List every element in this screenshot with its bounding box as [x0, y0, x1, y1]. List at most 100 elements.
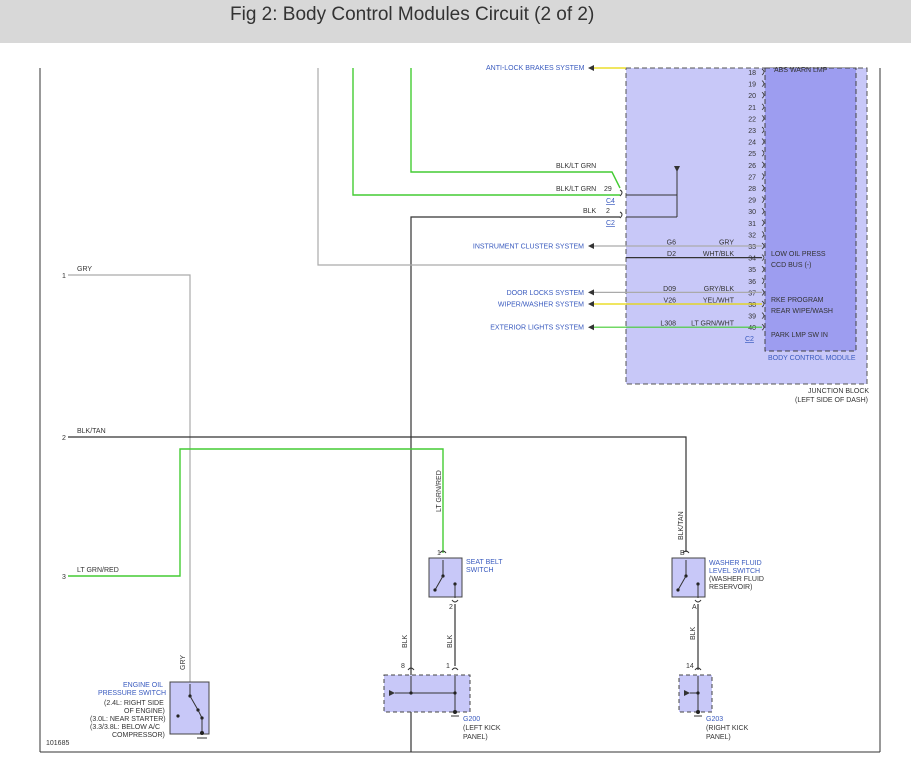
- pin-number: 22: [748, 116, 756, 123]
- g200-name: G200: [463, 716, 480, 723]
- g203-pin: 14: [686, 663, 694, 670]
- diagram-frame: [39, 68, 881, 753]
- washer-pin-bottom: A: [692, 604, 697, 611]
- arrow-abs-top: [588, 65, 594, 71]
- system-label: WIPER/WASHER SYSTEM: [498, 302, 584, 309]
- system-label: INSTRUMENT CLUSTER SYSTEM: [473, 244, 584, 251]
- pin-number: 31: [748, 221, 756, 228]
- seat-belt-switch: [428, 550, 463, 666]
- pin-numbers: 1819202122232425262728293031323334353637…: [748, 68, 765, 332]
- seat-belt-wire-bottom: BLK: [447, 634, 454, 648]
- pin-number: 19: [748, 82, 756, 89]
- pin-terminal: [761, 115, 765, 122]
- signal-park-lmp-sw-in: PARK LMP SW IN: [771, 332, 828, 339]
- circuit-label: G6: [667, 240, 676, 247]
- page-title: Fig 2: Body Control Modules Circuit (2 o…: [230, 4, 595, 25]
- pin-terminal: [761, 126, 765, 134]
- g200-pin-a: 8: [401, 663, 405, 670]
- body-control-module: [764, 67, 857, 352]
- connector-label-c2: C2: [606, 220, 615, 227]
- wire-label-c4: BLK/LT GRN: [556, 186, 596, 193]
- pin-terminal: [761, 207, 765, 215]
- signal-ccd-bus: CCD BUS (-): [771, 262, 811, 269]
- pin-number: 27: [748, 174, 756, 181]
- figure-id: 101685: [46, 740, 69, 747]
- connector-label-c4: C4: [606, 198, 615, 205]
- washer-name-2: LEVEL SWITCH: [709, 568, 760, 575]
- pin-terminal: [761, 184, 765, 192]
- pin-label-c4: 29: [604, 186, 612, 193]
- ground-g203: [678, 667, 713, 717]
- system-label-abs: ANTI-LOCK BRAKES SYSTEM: [486, 65, 585, 72]
- system-arrow: [588, 301, 594, 307]
- connector-c4-c2: [317, 68, 680, 752]
- wire-blk-tan: [68, 436, 687, 552]
- pin-label-c2: 2: [606, 208, 610, 215]
- pin-terminal: [761, 312, 765, 319]
- left-wire-num-3: 3: [62, 574, 66, 581]
- pin-number: 33: [748, 244, 756, 251]
- pin-number: 37: [748, 290, 756, 297]
- pin-number: 26: [748, 163, 756, 170]
- pin-terminal: [761, 91, 765, 99]
- wire-color-label: GRY: [719, 240, 734, 247]
- circuit-label: L308: [660, 321, 676, 328]
- pin-terminal: [761, 80, 765, 87]
- bcm-name: BODY CONTROL MODULE: [768, 355, 856, 362]
- system-arrow: [588, 243, 594, 249]
- left-wires: [68, 274, 687, 684]
- washer-pin-top: B: [680, 550, 685, 557]
- pin-terminal: [761, 323, 765, 331]
- system-arrow: [588, 289, 594, 296]
- abs-warn-label: ABS WARN LMP: [774, 67, 828, 74]
- pin-terminal: [761, 173, 765, 180]
- pin-number: 28: [748, 186, 756, 193]
- pin-terminal: [761, 231, 765, 238]
- pin-terminal: [761, 103, 765, 111]
- g200-loc-1: (LEFT KICK: [463, 725, 501, 732]
- pin-terminal: [761, 196, 765, 203]
- pin-terminal: [761, 289, 765, 296]
- left-wire-color-2: BLK/TAN: [77, 428, 106, 435]
- wire-blk-main: [410, 216, 620, 752]
- pin-number: 20: [748, 93, 756, 100]
- oil-switch-name-2: PRESSURE SWITCH: [98, 690, 166, 697]
- wire-color-label: YEL/WHT: [703, 298, 735, 305]
- pin-terminal: [761, 149, 765, 157]
- bcm-connector-label: C2: [745, 336, 754, 343]
- seat-belt-pin-bottom: 2: [449, 604, 453, 611]
- pin-number: 29: [748, 198, 756, 205]
- circuit-label: D09: [663, 286, 676, 293]
- system-lines: INSTRUMENT CLUSTER SYSTEM G6 GRY D2 WHT/BLK D…: [473, 240, 762, 332]
- system-label: EXTERIOR LIGHTS SYSTEM: [490, 325, 584, 332]
- pin-terminal: [761, 300, 765, 308]
- pin-number: 21: [748, 105, 756, 112]
- oil-switch-note-1: (2.4L: RIGHT SIDE: [104, 700, 164, 707]
- oil-switch-wire-label: GRY: [180, 655, 187, 670]
- pin-number: 36: [748, 279, 756, 286]
- seat-belt-name-2: SWITCH: [466, 567, 494, 574]
- wire-color-label: LT GRN/WHT: [691, 321, 735, 328]
- circuit-label: D2: [667, 251, 676, 258]
- junction-block-location: (LEFT SIDE OF DASH): [795, 397, 868, 404]
- oil-switch-name-1: ENGINE OIL: [123, 682, 163, 689]
- washer-wire-top: BLK/TAN: [678, 511, 685, 540]
- wire-lt-grn-red: [68, 448, 444, 577]
- pin-number: 24: [748, 140, 756, 147]
- left-wire-color-3: LT GRN/RED: [77, 567, 119, 574]
- g200-pin-b: 1: [446, 663, 450, 670]
- system-arrow: [588, 324, 594, 331]
- wire-gry-oil: [68, 274, 191, 684]
- pin-number: 18: [748, 70, 756, 77]
- wire-color-label: WHT/BLK: [703, 251, 734, 258]
- left-wire-num-1: 1: [62, 273, 66, 280]
- signal-rke-program: RKE PROGRAM: [771, 297, 824, 304]
- pin-terminal: [761, 254, 765, 261]
- g200-wire-a: BLK: [402, 634, 409, 648]
- g200-loc-2: PANEL): [463, 734, 488, 741]
- pin-number: 30: [748, 209, 756, 216]
- oil-switch-note-3: (3.0L: NEAR STARTER): [90, 716, 166, 723]
- washer-note-1: (WASHER FLUID: [709, 576, 764, 583]
- pin-terminal: [761, 242, 765, 250]
- pin-number: 23: [748, 128, 756, 135]
